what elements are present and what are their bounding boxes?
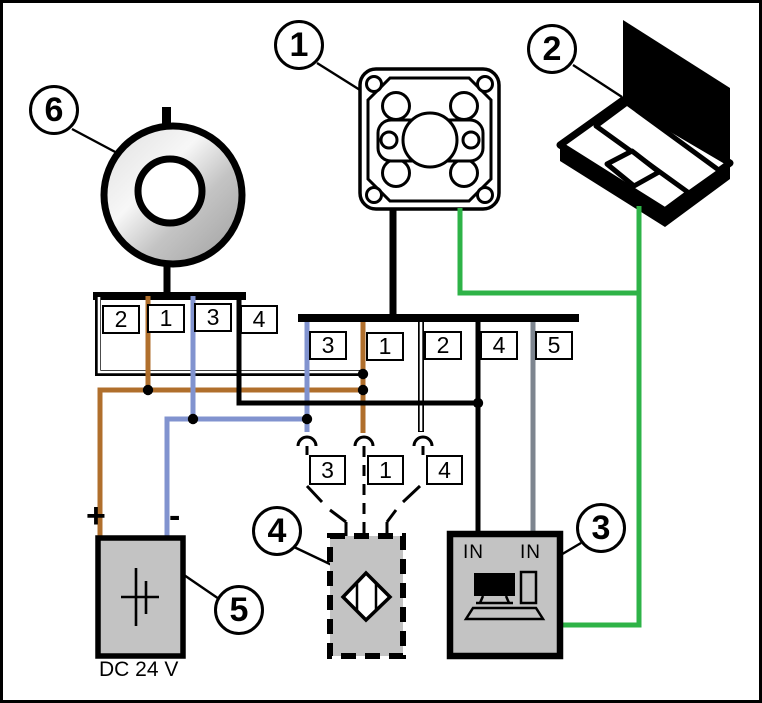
camera-led-top-right	[449, 91, 479, 121]
wire-blue-power-minus-bus	[164, 416, 307, 540]
leader-camera	[316, 61, 361, 92]
ring-light-top-stub	[162, 107, 171, 129]
camera-led-bottom-left	[381, 158, 411, 188]
wire-green-camera-ethernet	[457, 208, 639, 296]
power-voltage-caption: DC 24 V	[99, 658, 179, 681]
camera-led-top-left	[381, 91, 411, 121]
io-input-left-label: IN	[463, 542, 484, 563]
ring-terminal-label: 2	[102, 305, 140, 334]
junction-dot	[187, 413, 199, 425]
junction-dot	[142, 384, 154, 396]
io-input-right-label: IN	[520, 542, 541, 563]
laptop-trackpad	[604, 148, 662, 189]
camera-led-bottom-right	[449, 158, 479, 188]
camera-terminal-label: 1	[366, 332, 404, 361]
callout-trigger-sensor: 4	[252, 506, 302, 556]
ring-terminal-label: 3	[194, 303, 232, 332]
camera-screw-top-right	[476, 75, 494, 93]
ring-light-graphic	[100, 107, 246, 296]
battery-symbol	[121, 568, 159, 626]
trigger-wire-label: 1	[367, 455, 404, 485]
laptop-screen	[623, 20, 730, 173]
laptop-graphic	[556, 20, 734, 227]
trigger-sensor-graphic	[327, 533, 406, 659]
laptop-base-edge	[560, 145, 730, 227]
connector-tail-3b	[329, 508, 347, 524]
camera-screw-bottom-left	[365, 186, 383, 204]
connector-tail-4a	[401, 484, 422, 504]
callout-camera: 1	[274, 20, 324, 70]
camera-screw-bottom-right	[476, 186, 494, 204]
ring-light-terminal-bar	[93, 292, 246, 300]
trigger-wire-label: 3	[309, 455, 346, 485]
green-wires	[457, 206, 642, 628]
camera-terminal-label: 4	[480, 331, 518, 360]
callout-ring-light: 6	[29, 85, 79, 135]
connector-arc-3	[296, 435, 318, 447]
pc-icon-tower	[519, 570, 538, 605]
leader-power-supply	[183, 574, 223, 602]
camera-graphic	[358, 67, 501, 316]
connector-tail-4b	[385, 509, 398, 523]
junction-dot	[357, 368, 369, 380]
junction-dot	[357, 384, 369, 396]
callout-power-supply: 5	[214, 585, 264, 635]
junction-dot	[472, 397, 484, 409]
junction-dots	[142, 368, 484, 425]
io-box-graphic	[446, 530, 564, 660]
ring-terminal-label: 1	[147, 304, 185, 333]
wire-green-pc-to-io	[560, 206, 642, 628]
callout-pc: 2	[527, 24, 577, 74]
pc-icon-keyboard	[463, 606, 546, 621]
diagram-canvas	[71, 20, 734, 660]
black-wires	[236, 296, 481, 536]
connector-arc-4	[412, 435, 434, 447]
power-minus-label: -	[169, 497, 181, 535]
wire-black-ring-t4	[236, 296, 478, 406]
callout-io-box: 3	[576, 503, 626, 553]
camera-terminal-label: 5	[535, 331, 573, 360]
camera-screw-top-left	[365, 75, 383, 93]
leader-pc	[572, 63, 623, 99]
pc-icon-monitor	[474, 573, 515, 596]
power-plus-label: +	[86, 497, 106, 535]
connector-tail-3a	[305, 484, 324, 504]
wire-brown-power-plus-bus	[97, 387, 363, 540]
blue-wires	[164, 296, 310, 540]
ring-light-hole	[134, 155, 206, 227]
connector-arc-1	[353, 435, 375, 447]
leader-ring-light	[71, 127, 120, 156]
trigger-connector-symbols	[296, 435, 434, 537]
camera-terminal-bar	[298, 314, 579, 322]
camera-sensor-right	[461, 130, 481, 150]
camera-sensor-left	[379, 130, 399, 150]
white-wires	[95, 296, 424, 432]
sensor-diamond-symbol	[340, 570, 393, 623]
power-supply-graphic	[95, 535, 186, 659]
wire-white-ring-t2	[97, 297, 361, 374]
ring-terminal-label: 4	[240, 305, 278, 334]
camera-lens	[401, 111, 459, 169]
leader-trigger-sensor	[293, 545, 335, 568]
camera-terminal-label: 3	[309, 331, 347, 360]
junction-dot	[301, 413, 313, 425]
trigger-wire-label: 4	[426, 455, 463, 485]
camera-terminal-label: 2	[424, 331, 462, 360]
